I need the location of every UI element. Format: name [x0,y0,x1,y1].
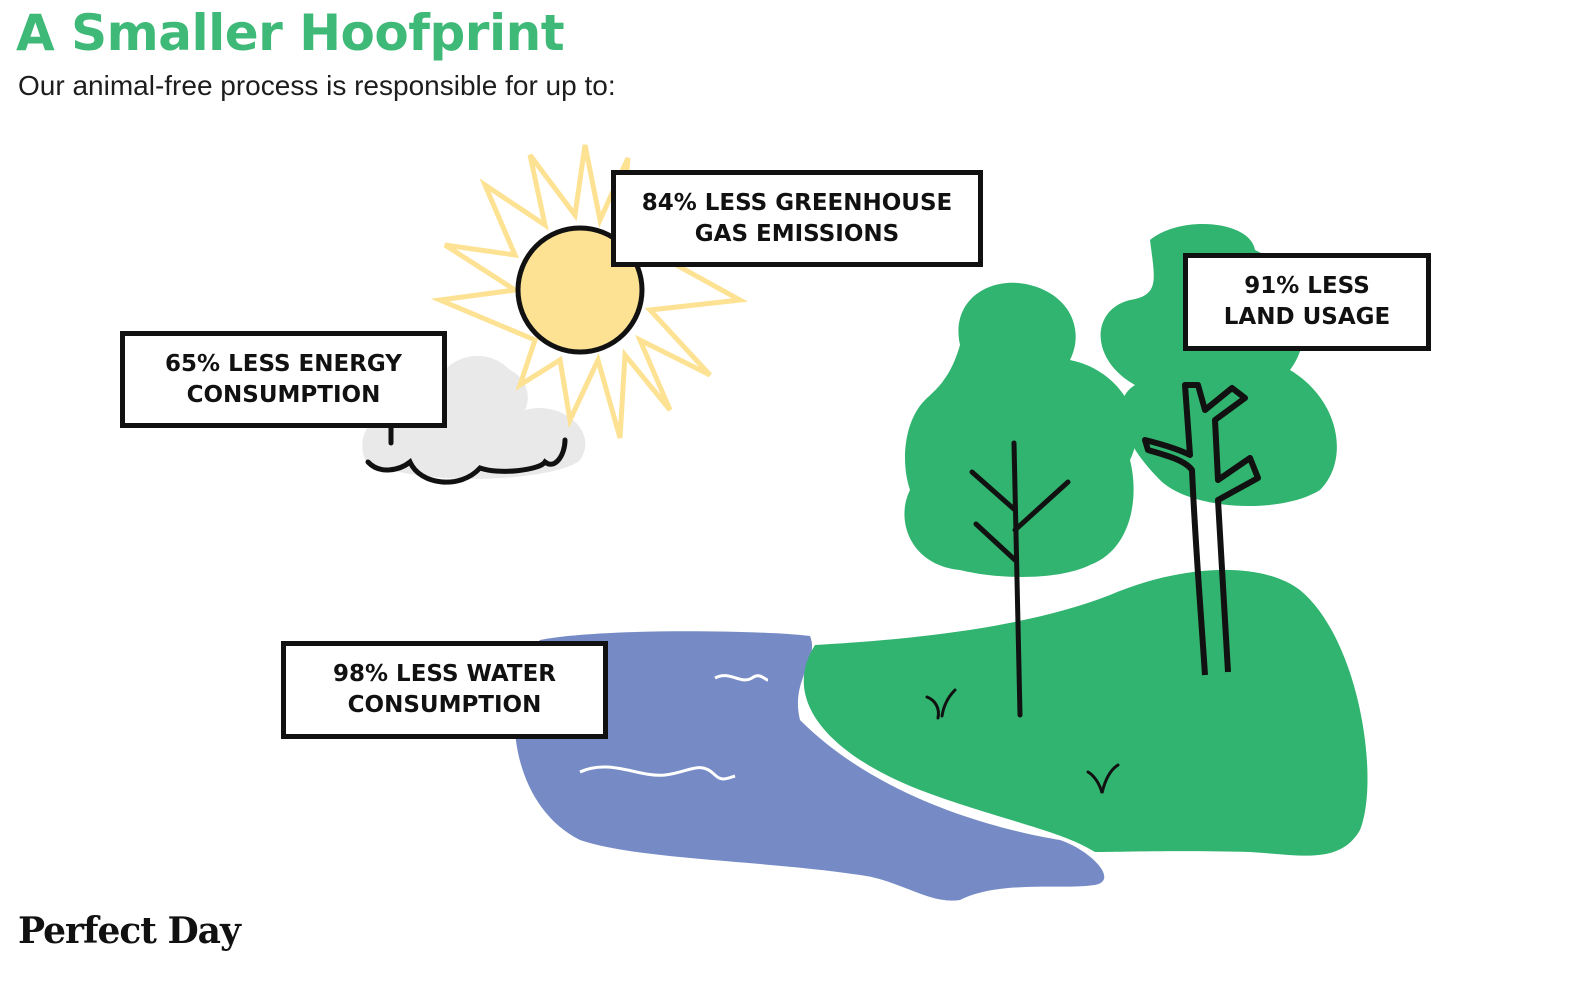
page-subtitle: Our animal-free process is responsible f… [18,70,616,101]
stat-box-greenhouse-gas: 84% LESS GREENHOUSE GAS EMISSIONS [611,170,983,267]
lake-icon [514,631,1105,901]
page-title: A Smaller Hoofprint [16,4,565,62]
stat-box-water: 98% LESS WATER CONSUMPTION [281,641,608,739]
cloud-icon [362,355,586,485]
stat-box-land: 91% LESS LAND USAGE [1183,253,1431,351]
stat-line: LAND USAGE [1223,304,1391,330]
brand-logo: Perfect Day [18,910,241,952]
tree-icon [904,282,1137,718]
stat-line: CONSUMPTION [186,381,381,408]
stat-line: GAS EMISSIONS [694,220,900,247]
stat-line: 91% LESS [1244,273,1370,299]
stat-line: 84% LESS GREENHOUSE [641,189,953,216]
stat-box-energy: 65% LESS ENERGY CONSUMPTION [120,331,447,428]
stat-line: CONSUMPTION [347,692,542,718]
stat-line: 65% LESS ENERGY [165,350,402,377]
stat-line: 98% LESS WATER [333,661,556,687]
